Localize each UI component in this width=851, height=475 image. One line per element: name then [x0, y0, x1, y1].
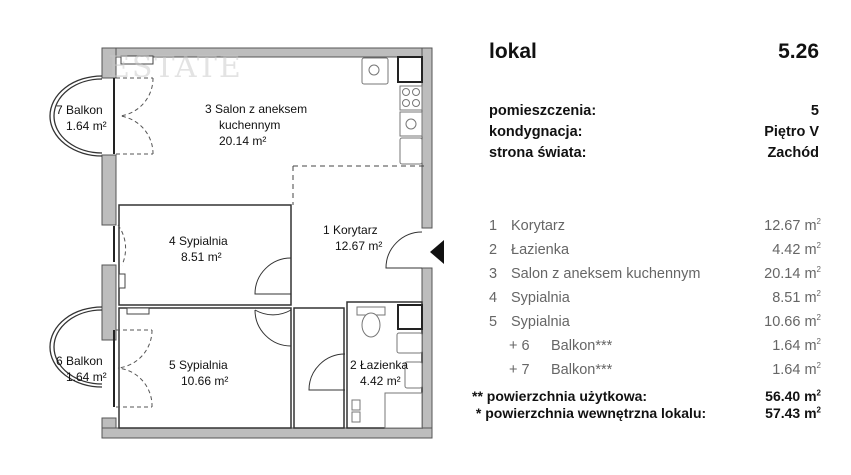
room-area: 1.64 m2 — [772, 337, 821, 354]
room-row: + 7 Balkon*** 1.64 m2 — [489, 358, 821, 382]
unit-label: lokal — [489, 40, 537, 63]
room-number: 5 — [489, 314, 498, 330]
room-area: 12.67 m² — [335, 239, 383, 253]
room-name: 5 Sypialnia — [169, 358, 228, 372]
plan-label-salon: 3 Salon z aneksem kuchennym 20.14 m² — [205, 101, 307, 149]
plan-label-sypialnia-4: 4 Sypialnia 8.51 m² — [169, 233, 228, 265]
room-row: 5 Sypialnia 10.66 m2 — [489, 310, 821, 334]
room-area: 8.51 m2 — [772, 289, 821, 306]
room-name: 2 Łazienka — [350, 358, 409, 372]
floor-plan-drawing — [49, 47, 444, 439]
room-area: 10.66 m² — [181, 374, 229, 388]
plan-label-balkon-7: 7 Balkon 1.64 m² — [56, 102, 107, 134]
room-row: 3 Salon z aneksem kuchennym 20.14 m2 — [489, 262, 821, 286]
unit-number: 5.26 — [778, 40, 819, 63]
area-totals: ** powierzchnia użytkowa: 56.40 m2 * pow… — [472, 388, 821, 422]
meta-value: Piętro V — [764, 124, 819, 140]
room-number: + 7 — [509, 362, 530, 378]
room-row: + 6 Balkon*** 1.64 m2 — [489, 334, 821, 358]
room-area: 4.42 m2 — [772, 241, 821, 258]
room-area: 20.14 m² — [219, 134, 267, 148]
room-number: 2 — [489, 242, 498, 258]
room-number: 4 — [489, 290, 498, 306]
unit-header: lokal 5.26 — [489, 40, 819, 64]
total-value: 57.43 m2 — [765, 405, 821, 421]
total-usable-area: ** powierzchnia użytkowa: 56.40 m2 — [472, 388, 821, 405]
meta-label: kondygnacja: — [489, 124, 583, 140]
room-name: 7 Balkon — [56, 103, 103, 117]
meta-row: pomieszczenia: 5 — [489, 101, 819, 122]
room-area: 12.67 m2 — [764, 217, 821, 234]
room-name: 1 Korytarz — [323, 223, 378, 237]
plan-label-sypialnia-5: 5 Sypialnia 10.66 m² — [169, 357, 228, 389]
room-area: 4.42 m² — [360, 374, 401, 388]
room-area: 1.64 m2 — [772, 361, 821, 378]
total-internal-area: * powierzchnia wewnętrzna lokalu: 57.43 … — [472, 405, 821, 422]
room-number: 1 — [489, 218, 498, 234]
room-name: 6 Balkon — [56, 354, 103, 368]
meta-row: strona świata: Zachód — [489, 143, 819, 164]
floor-plan: ESTATE 3 Salon z aneksem kuchennym 20.14… — [49, 47, 444, 439]
room-area: 8.51 m² — [181, 250, 222, 264]
meta-label: pomieszczenia: — [489, 103, 597, 119]
room-name: Balkon*** — [551, 362, 613, 378]
room-area: 10.66 m2 — [764, 313, 821, 330]
room-name: Sypialnia — [511, 314, 570, 330]
plan-label-lazienka: 2 Łazienka 4.42 m² — [350, 357, 408, 389]
total-label: * powierzchnia wewnętrzna lokalu: — [472, 405, 707, 421]
room-row: 2 Łazienka 4.42 m2 — [489, 238, 821, 262]
unit-meta: pomieszczenia: 5 kondygnacja: Piętro V s… — [489, 101, 819, 164]
room-name-line2: kuchennym — [219, 118, 281, 132]
room-number: + 6 — [509, 338, 530, 354]
meta-value: Zachód — [767, 145, 819, 161]
entrance-arrow-icon — [430, 240, 444, 264]
total-label: ** powierzchnia użytkowa: — [472, 388, 648, 404]
room-area: 1.64 m² — [66, 119, 107, 133]
meta-row: kondygnacja: Piętro V — [489, 122, 819, 143]
room-name: Balkon*** — [551, 338, 613, 354]
room-area: 20.14 m2 — [764, 265, 821, 282]
plan-label-balkon-6: 6 Balkon 1.64 m² — [56, 353, 107, 385]
room-list: 1 Korytarz 12.67 m2 2 Łazienka 4.42 m2 3… — [489, 214, 821, 382]
room-number: 3 — [489, 266, 498, 282]
room-name: Sypialnia — [511, 290, 570, 306]
room-name: 4 Sypialnia — [169, 234, 228, 248]
room-name: Salon z aneksem kuchennym — [511, 266, 701, 282]
meta-label: strona świata: — [489, 145, 587, 161]
room-name: Korytarz — [511, 218, 565, 234]
total-value: 56.40 m2 — [765, 388, 821, 404]
room-row: 1 Korytarz 12.67 m2 — [489, 214, 821, 238]
room-row: 4 Sypialnia 8.51 m2 — [489, 286, 821, 310]
room-name: 3 Salon z aneksem — [205, 102, 308, 116]
meta-value: 5 — [810, 103, 819, 119]
room-name: Łazienka — [511, 242, 570, 258]
room-area: 1.64 m² — [66, 370, 107, 384]
plan-label-korytarz: 1 Korytarz 12.67 m² — [323, 222, 382, 254]
unit-info: lokal 5.26 pomieszczenia: 5 kondygnacja:… — [489, 40, 819, 164]
